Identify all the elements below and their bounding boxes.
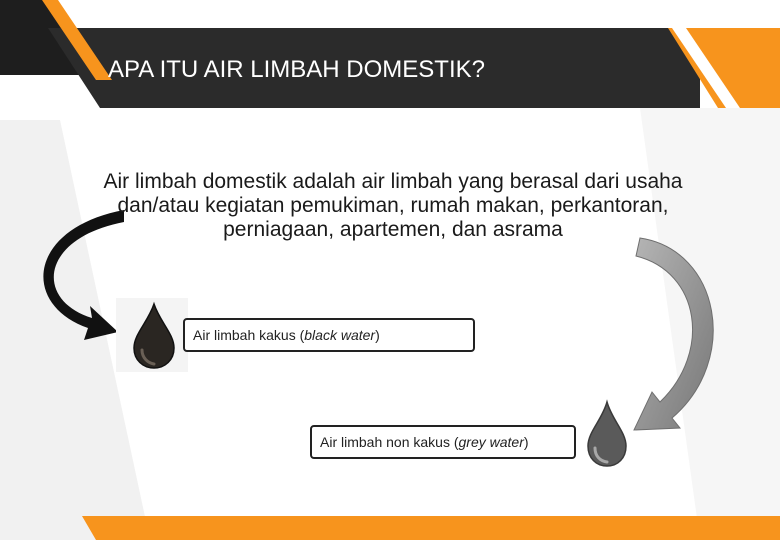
slide-title: APA ITU AIR LIMBAH DOMESTIK? bbox=[108, 56, 485, 83]
grey-water-box: Air limbah non kakus (grey water) bbox=[310, 425, 576, 459]
grey-water-drop-icon bbox=[587, 399, 627, 467]
left-gray-panel bbox=[0, 120, 150, 540]
title-bar bbox=[48, 28, 700, 108]
top-right-white-stripe bbox=[672, 28, 740, 108]
black-water-suffix: ) bbox=[375, 327, 380, 343]
grey-water-term: grey water bbox=[458, 434, 524, 450]
grey-water-prefix: Air limbah non kakus ( bbox=[320, 434, 459, 450]
top-left-orange-stripe bbox=[42, 0, 112, 80]
definition-text: Air limbah domestik adalah air limbah ya… bbox=[103, 170, 683, 241]
black-water-box: Air limbah kakus (black water) bbox=[183, 318, 475, 352]
black-water-prefix: Air limbah kakus ( bbox=[193, 327, 305, 343]
black-water-drop-icon bbox=[116, 298, 188, 372]
bottom-orange-bar bbox=[82, 516, 780, 540]
grey-water-suffix: ) bbox=[523, 434, 529, 450]
black-water-term: black water bbox=[304, 327, 376, 343]
